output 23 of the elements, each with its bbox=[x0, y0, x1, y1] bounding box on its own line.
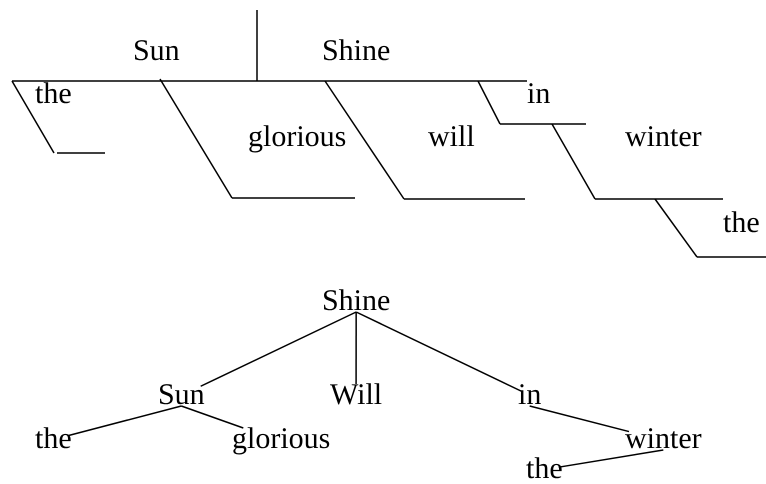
word-label: Sun bbox=[133, 36, 180, 66]
tree-branch bbox=[356, 311, 522, 392]
tree-word: the bbox=[35, 424, 72, 454]
word-label: the bbox=[723, 208, 760, 238]
tree-branch bbox=[558, 449, 664, 468]
tree-branch bbox=[67, 405, 182, 436]
tree-branch bbox=[355, 312, 357, 384]
tree-word: Sun bbox=[158, 380, 205, 410]
tree-word: Shine bbox=[322, 286, 390, 316]
tree-word: glorious bbox=[232, 424, 330, 454]
word-label: will bbox=[428, 122, 475, 152]
tree-word: in bbox=[518, 380, 542, 410]
word-label: winter bbox=[625, 122, 702, 152]
tree-branch bbox=[181, 405, 244, 429]
tree-branch bbox=[200, 311, 356, 387]
word-label: glorious bbox=[248, 122, 346, 152]
tree-word: Will bbox=[330, 380, 382, 410]
tree-word: the bbox=[526, 454, 563, 484]
tree-word: winter bbox=[625, 424, 702, 454]
tree-branch bbox=[529, 405, 630, 432]
word-label: the bbox=[35, 79, 72, 109]
word-label: Shine bbox=[322, 36, 390, 66]
word-label: in bbox=[527, 79, 550, 109]
